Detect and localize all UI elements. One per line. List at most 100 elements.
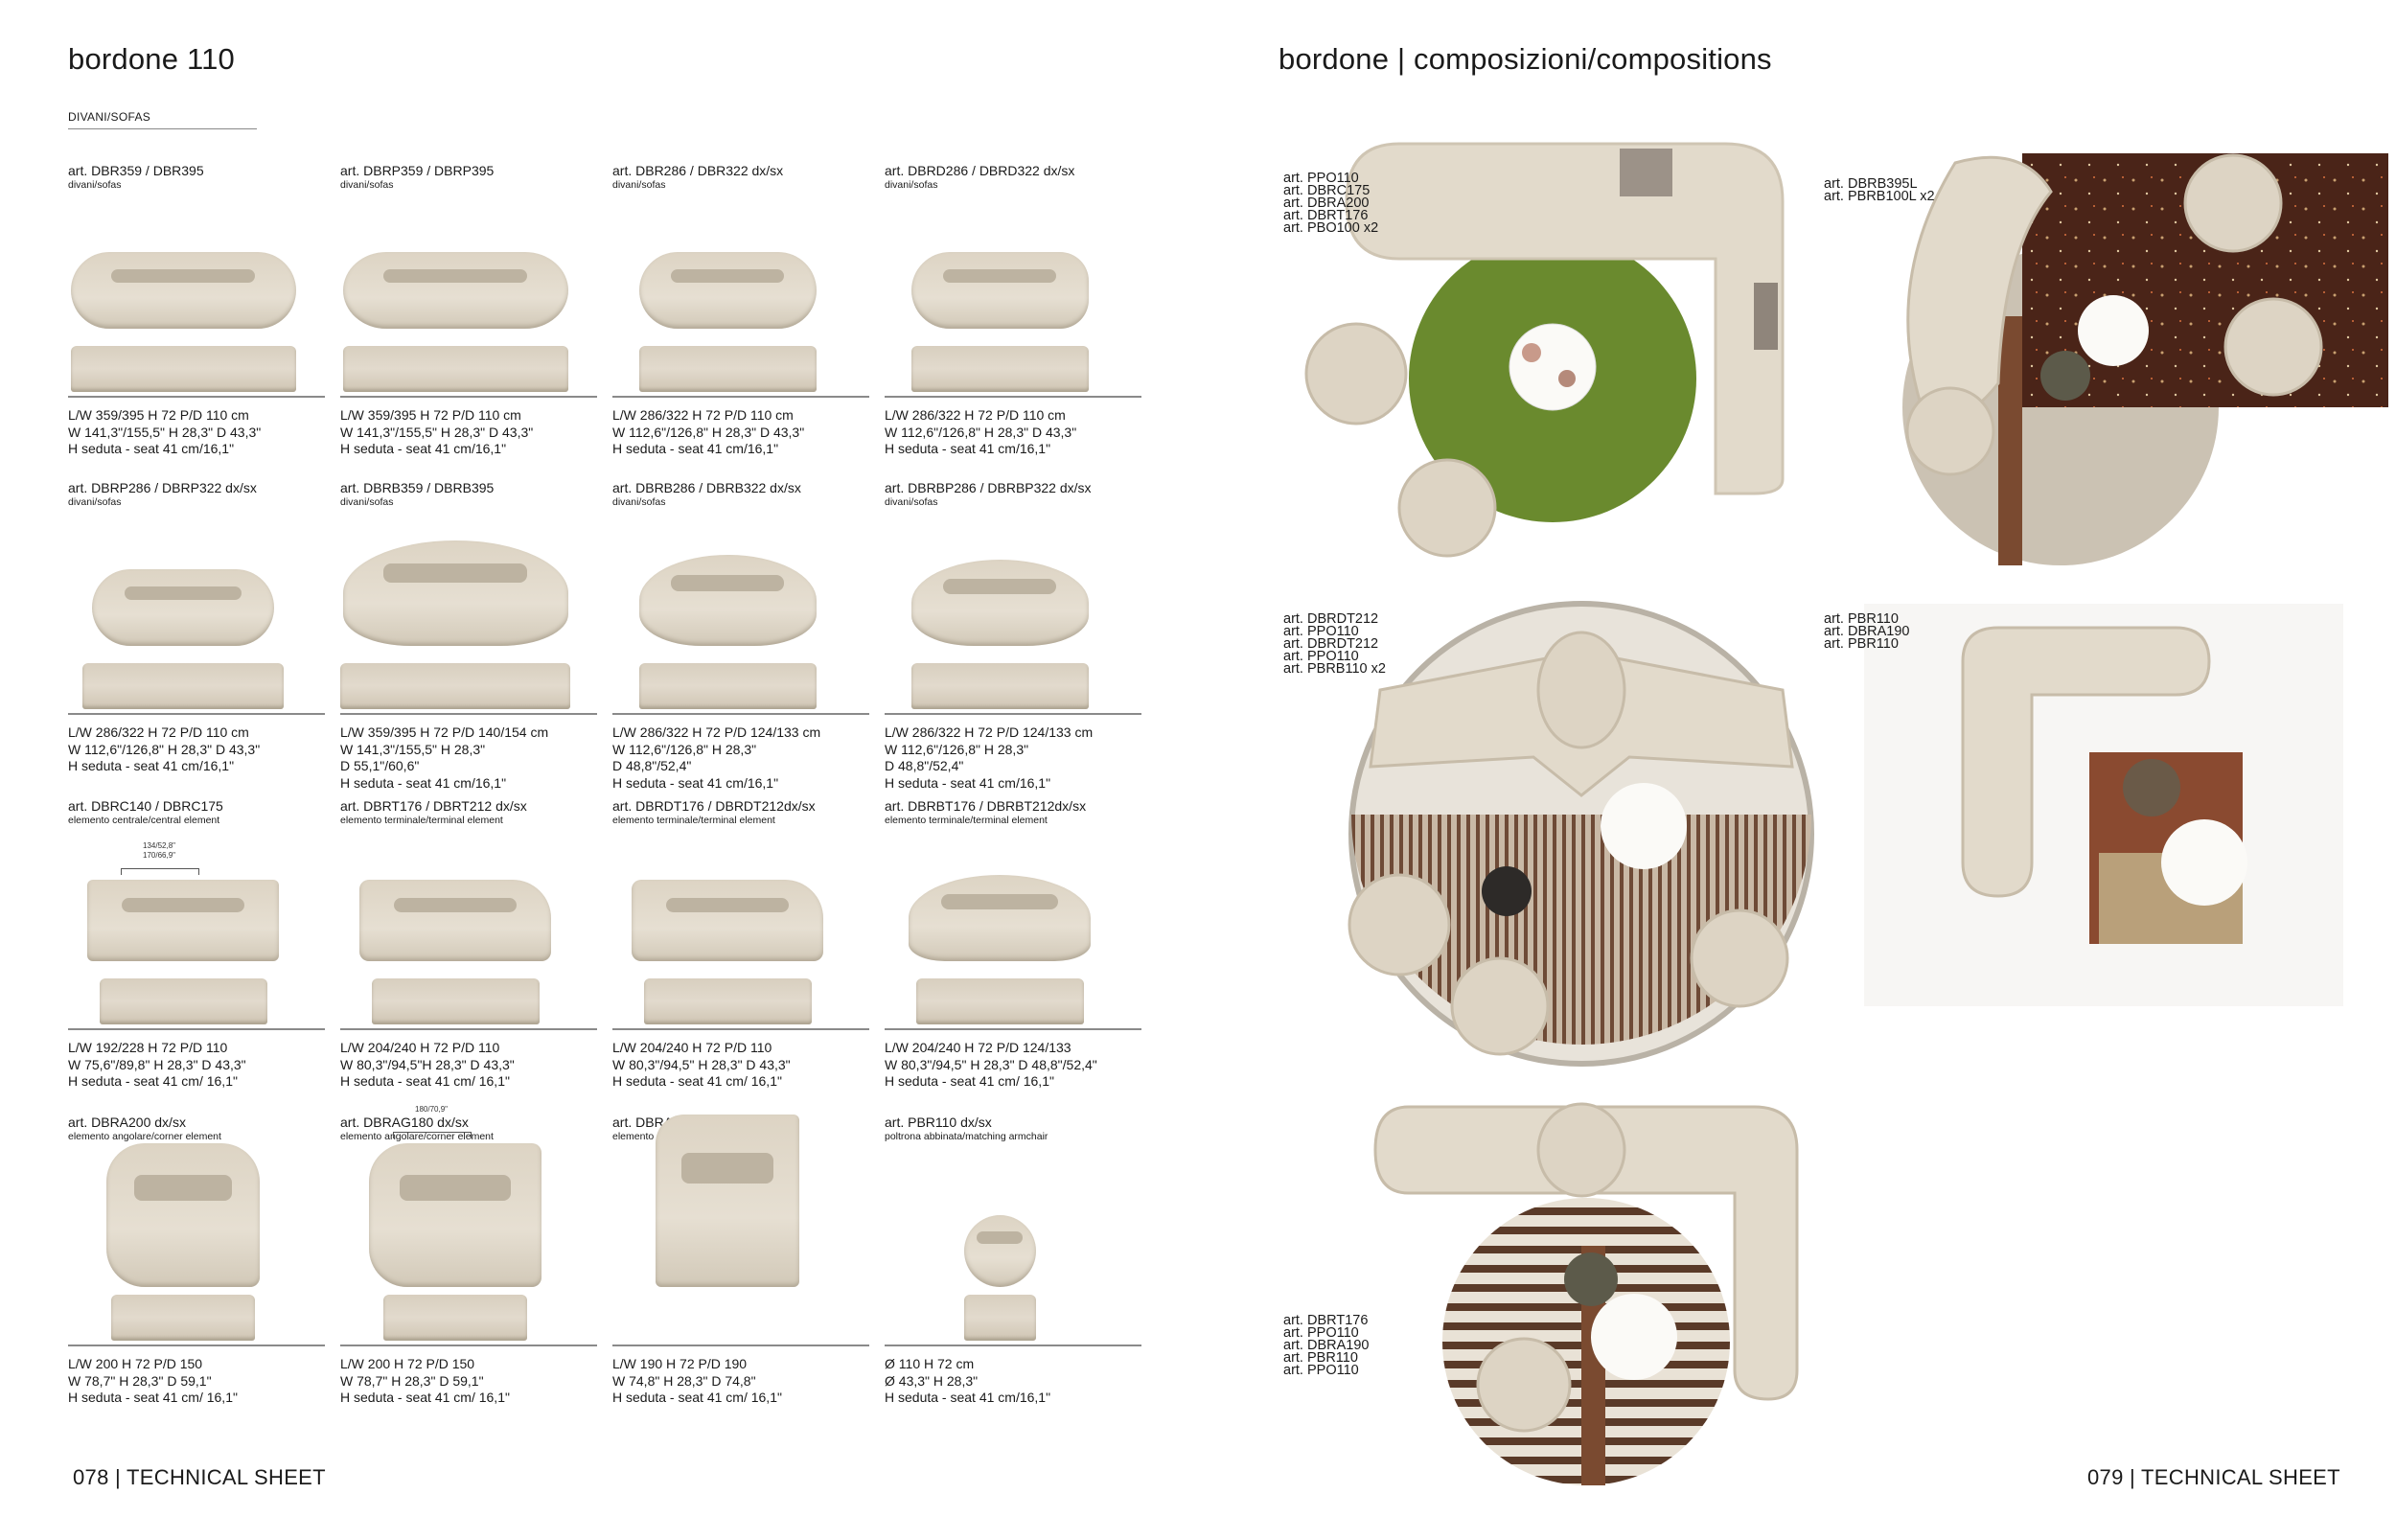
article-category: divani/sofas bbox=[68, 496, 122, 508]
card-divider bbox=[612, 1345, 869, 1346]
card-divider bbox=[340, 1028, 597, 1030]
composition-article: art. PBO100 x2 bbox=[1283, 220, 1379, 236]
spec-line: D 48,8"/52,4" bbox=[612, 758, 692, 773]
article-category: divani/sofas bbox=[612, 179, 666, 191]
spec-line: W 141,3"/155,5" H 28,3" D 43,3" bbox=[68, 424, 262, 440]
spec-line: L/W 200 H 72 P/D 150 bbox=[68, 1356, 203, 1371]
front-view-drawing bbox=[371, 978, 540, 1024]
left-page-title: bordone 110 bbox=[68, 42, 236, 76]
dimension-annotation: 180/70,9" bbox=[374, 1105, 489, 1115]
front-view-drawing bbox=[70, 346, 296, 392]
composition-article: art. DBRA190 bbox=[1283, 1338, 1370, 1353]
composition-2-illustration bbox=[1902, 153, 2388, 565]
composition-3-illustration bbox=[1348, 601, 1814, 1067]
article-code: art. DBRB286 / DBRB322 dx/sx bbox=[612, 480, 801, 495]
spec-line: L/W 359/395 H 72 P/D 110 cm bbox=[68, 407, 249, 423]
top-view-drawing bbox=[638, 252, 817, 329]
spec-line: H seduta - seat 41 cm/ 16,1" bbox=[68, 1073, 238, 1089]
article-code: art. DBRA200 dx/sx bbox=[68, 1115, 186, 1130]
section-label: DIVANI/SOFAS bbox=[68, 110, 151, 124]
spec-line: H seduta - seat 41 cm/ 16,1" bbox=[612, 1390, 782, 1405]
spec-line: H seduta - seat 41 cm/ 16,1" bbox=[340, 1073, 510, 1089]
article-category: divani/sofas bbox=[68, 179, 122, 191]
product-card: art. DBRA200 dx/sx elemento angolare/cor… bbox=[68, 1115, 325, 1431]
article-code: art. DBRBT176 / DBRBT212dx/sx bbox=[885, 798, 1087, 814]
section-divider bbox=[68, 128, 257, 129]
spec-line: L/W 286/322 H 72 P/D 124/133 cm bbox=[612, 724, 821, 740]
composition-4-illustration bbox=[1864, 604, 2343, 1006]
article-category: elemento angolare/corner element bbox=[340, 1131, 494, 1142]
article-category: divani/sofas bbox=[885, 496, 938, 508]
spec-line: L/W 204/240 H 72 P/D 124/133 bbox=[885, 1040, 1071, 1055]
article-category: elemento terminale/terminal element bbox=[885, 815, 1048, 826]
dimension-line bbox=[393, 1132, 472, 1138]
spec-line: L/W 204/240 H 72 P/D 110 bbox=[340, 1040, 500, 1055]
article-code: art. DBR286 / DBR322 dx/sx bbox=[612, 163, 784, 178]
spec-line: H seduta - seat 41 cm/16,1" bbox=[885, 441, 1051, 456]
spec-line: D 48,8"/52,4" bbox=[885, 758, 964, 773]
product-card: art. DBRA190 elemento angolare/corner el… bbox=[612, 1115, 869, 1431]
spec-line: D 55,1"/60,6" bbox=[340, 758, 420, 773]
front-view-drawing bbox=[111, 1295, 255, 1341]
right-page-footer: 079 | TECHNICAL SHEET bbox=[2087, 1465, 2340, 1489]
card-divider bbox=[68, 1345, 325, 1346]
card-divider bbox=[68, 396, 325, 398]
top-view-drawing bbox=[910, 252, 1089, 329]
article-category: elemento centrale/central element bbox=[68, 815, 220, 826]
spec-line: W 141,3"/155,5" H 28,3" D 43,3" bbox=[340, 424, 534, 440]
card-divider bbox=[612, 1028, 869, 1030]
front-view-drawing bbox=[82, 663, 284, 709]
front-view-drawing bbox=[342, 346, 568, 392]
product-card: art. DBRB286 / DBRB322 dx/sx divani/sofa… bbox=[612, 480, 869, 796]
spec-line: W 78,7" H 28,3" D 59,1" bbox=[340, 1372, 484, 1389]
composition-article: art. PPO110 bbox=[1283, 624, 1359, 639]
spec-line: W 112,6"/126,8" H 28,3" D 43,3" bbox=[885, 424, 1077, 440]
composition-article: art. DBRT176 bbox=[1283, 208, 1369, 223]
product-card: art. DBRT176 / DBRT212 dx/sx elemento te… bbox=[340, 798, 597, 1115]
spec-line: L/W 286/322 H 72 P/D 110 cm bbox=[885, 407, 1066, 423]
spec-line: Ø 110 H 72 cm bbox=[885, 1356, 975, 1371]
card-divider bbox=[612, 713, 869, 715]
composition-5-illustration bbox=[1373, 1102, 1799, 1485]
composition-article: art. PPO110 bbox=[1283, 171, 1359, 186]
composition-article: art. PPO110 bbox=[1283, 649, 1359, 664]
dimension-text: 134/52,8" bbox=[143, 841, 175, 850]
front-view-drawing bbox=[963, 1295, 1036, 1341]
spec-line: H seduta - seat 41 cm/16,1" bbox=[68, 758, 235, 773]
top-view-drawing bbox=[106, 1143, 260, 1287]
composition-article: art. DBRA190 bbox=[1824, 624, 1910, 639]
composition-article: art. PBRB100L x2 bbox=[1824, 189, 1935, 204]
composition-article: art. DBRA200 bbox=[1283, 195, 1370, 211]
top-view-drawing bbox=[369, 1143, 541, 1287]
card-divider bbox=[68, 1028, 325, 1030]
article-code: art. DBRC140 / DBRC175 bbox=[68, 798, 223, 814]
top-view-drawing bbox=[342, 540, 568, 646]
top-view-drawing bbox=[87, 880, 279, 961]
article-code: art. DBRD286 / DBRD322 dx/sx bbox=[885, 163, 1075, 178]
spec-line: H seduta - seat 41 cm/16,1" bbox=[340, 441, 507, 456]
spec-line: W 80,3"/94,5" H 28,3" D 48,8"/52,4" bbox=[885, 1056, 1097, 1072]
composition-article: art. PBR110 bbox=[1283, 1350, 1358, 1366]
left-page-footer: 078 | TECHNICAL SHEET bbox=[73, 1465, 326, 1489]
spec-line: H seduta - seat 41 cm/16,1" bbox=[885, 774, 1051, 791]
top-view-drawing bbox=[342, 252, 568, 329]
top-view-drawing bbox=[656, 1115, 799, 1287]
card-divider bbox=[612, 396, 869, 398]
